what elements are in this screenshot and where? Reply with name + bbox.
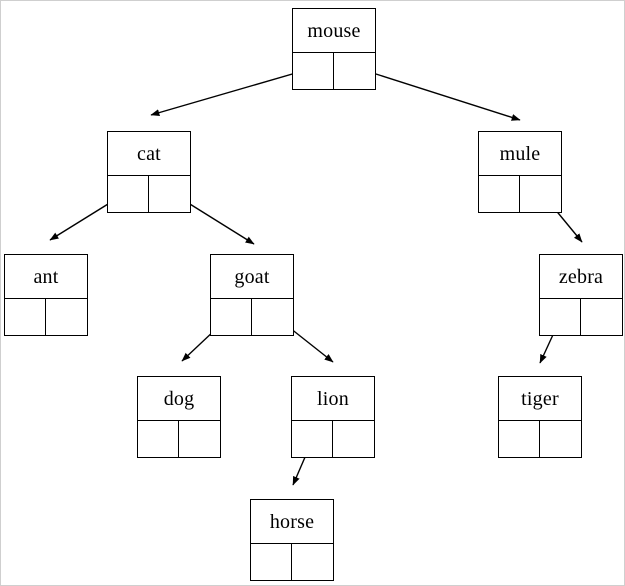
node-label: goat bbox=[211, 255, 293, 299]
node-label: dog bbox=[138, 377, 220, 421]
left-pointer-cell[interactable] bbox=[138, 421, 179, 457]
node-label: tiger bbox=[499, 377, 581, 421]
right-pointer-cell[interactable] bbox=[334, 53, 375, 89]
node-label: ant bbox=[5, 255, 87, 299]
node-label: lion bbox=[292, 377, 374, 421]
right-pointer-cell[interactable] bbox=[333, 421, 374, 457]
node-pointer-row bbox=[108, 176, 190, 212]
left-pointer-cell[interactable] bbox=[499, 421, 540, 457]
right-pointer-cell[interactable] bbox=[252, 299, 293, 335]
node-pointer-row bbox=[499, 421, 581, 457]
tree-node-dog[interactable]: dog bbox=[137, 376, 221, 458]
tree-node-mouse[interactable]: mouse bbox=[292, 8, 376, 90]
left-pointer-cell[interactable] bbox=[251, 544, 292, 580]
left-pointer-cell[interactable] bbox=[5, 299, 46, 335]
right-pointer-cell[interactable] bbox=[46, 299, 87, 335]
tree-node-zebra[interactable]: zebra bbox=[539, 254, 623, 336]
tree-node-ant[interactable]: ant bbox=[4, 254, 88, 336]
tree-node-cat[interactable]: cat bbox=[107, 131, 191, 213]
node-label: horse bbox=[251, 500, 333, 544]
node-pointer-row bbox=[5, 299, 87, 335]
node-label: mouse bbox=[293, 9, 375, 53]
left-pointer-cell[interactable] bbox=[211, 299, 252, 335]
node-label: zebra bbox=[540, 255, 622, 299]
edge-mouse-left-to-cat bbox=[150, 67, 314, 117]
left-pointer-cell[interactable] bbox=[293, 53, 334, 89]
tree-node-mule[interactable]: mule bbox=[478, 131, 562, 213]
left-pointer-cell[interactable] bbox=[108, 176, 149, 212]
node-pointer-row bbox=[540, 299, 622, 335]
left-pointer-cell[interactable] bbox=[292, 421, 333, 457]
right-pointer-cell[interactable] bbox=[292, 544, 333, 580]
right-pointer-cell[interactable] bbox=[179, 421, 220, 457]
right-pointer-cell[interactable] bbox=[149, 176, 190, 212]
tree-node-tiger[interactable]: tiger bbox=[498, 376, 582, 458]
edge-mouse-right-to-mule bbox=[353, 66, 521, 121]
node-pointer-row bbox=[293, 53, 375, 89]
node-pointer-row bbox=[211, 299, 293, 335]
tree-node-lion[interactable]: lion bbox=[291, 376, 375, 458]
node-label: cat bbox=[108, 132, 190, 176]
node-label: mule bbox=[479, 132, 561, 176]
node-pointer-row bbox=[479, 176, 561, 212]
right-pointer-cell[interactable] bbox=[581, 299, 622, 335]
tree-node-horse[interactable]: horse bbox=[250, 499, 334, 581]
left-pointer-cell[interactable] bbox=[540, 299, 581, 335]
right-pointer-cell[interactable] bbox=[520, 176, 561, 212]
left-pointer-cell[interactable] bbox=[479, 176, 520, 212]
tree-node-goat[interactable]: goat bbox=[210, 254, 294, 336]
node-pointer-row bbox=[251, 544, 333, 580]
node-pointer-row bbox=[138, 421, 220, 457]
node-pointer-row bbox=[292, 421, 374, 457]
right-pointer-cell[interactable] bbox=[540, 421, 581, 457]
